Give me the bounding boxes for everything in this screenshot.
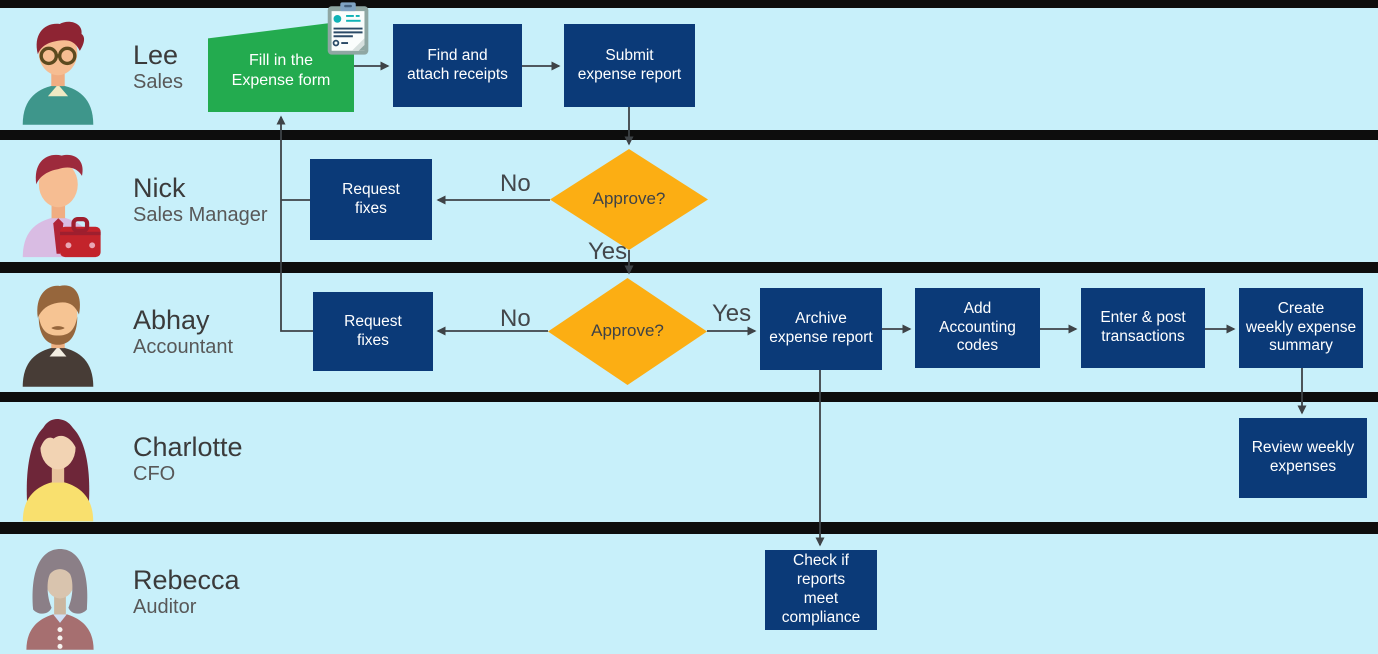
lane-label-rebecca: Rebecca Auditor (133, 565, 240, 619)
node-label: Add Accounting codes (939, 299, 1016, 355)
lane-divider (0, 392, 1378, 402)
decision-approve-abhay[interactable]: Approve? (548, 278, 707, 385)
node-archive-expense-report[interactable]: Archive expense report (760, 288, 882, 370)
avatar-nick (16, 146, 104, 260)
node-request-fixes-abhay[interactable]: Request fixes (313, 292, 433, 371)
clipboard-document-icon (320, 1, 378, 58)
node-label: Check if reports meet compliance (781, 552, 861, 626)
node-enter-post-transactions[interactable]: Enter & post transactions (1081, 288, 1205, 368)
node-label: Archive expense report (769, 310, 873, 346)
lane-label-lee: Lee Sales (133, 40, 183, 94)
node-label: Request fixes (344, 312, 402, 349)
node-check-reports-compliance[interactable]: Check if reports meet compliance (765, 550, 877, 630)
avatar-rebecca (18, 540, 102, 652)
actor-role: Sales (133, 71, 184, 94)
lane-divider (0, 262, 1378, 273)
edge-label-no: No (500, 305, 531, 332)
edge-label-no: No (500, 170, 531, 197)
edge-label-yes: Yes (588, 238, 628, 265)
avatar-charlotte (14, 408, 102, 522)
actor-name: Abhay (133, 305, 210, 335)
actor-name: Nick (133, 173, 186, 203)
actor-name: Rebecca (133, 565, 240, 595)
decision-approve-nick[interactable]: Approve? (550, 149, 708, 250)
lane-label-charlotte: Charlotte CFO (133, 432, 243, 486)
lane-label-abhay: Abhay Accountant (133, 305, 233, 359)
node-label: Approve? (592, 189, 666, 209)
node-review-weekly-expenses[interactable]: Review weekly expenses (1239, 418, 1367, 498)
node-create-weekly-expense-summary[interactable]: Create weekly expense summary (1239, 288, 1363, 368)
actor-name: Charlotte (133, 432, 243, 462)
actor-role: Auditor (133, 596, 197, 619)
node-request-fixes-nick[interactable]: Request fixes (310, 159, 432, 240)
node-label: Submit expense report (577, 46, 682, 83)
node-label: Enter & post transactions (1100, 309, 1186, 345)
lane-divider (0, 130, 1378, 140)
lane-label-nick: Nick Sales Manager (133, 173, 268, 227)
node-submit-expense-report[interactable]: Submit expense report (564, 24, 695, 107)
node-find-attach-receipts[interactable]: Find and attach receipts (393, 24, 522, 107)
edge-label-yes: Yes (712, 300, 752, 327)
node-label: Fill in the Expense form (231, 52, 331, 89)
node-label: Request fixes (342, 180, 400, 217)
actor-role: Accountant (133, 336, 234, 359)
node-label: Find and attach receipts (407, 46, 508, 83)
actor-role: CFO (133, 463, 176, 486)
actor-name: Lee (133, 40, 179, 70)
avatar-lee (16, 14, 100, 128)
lane-divider (0, 0, 1378, 8)
edge-requestfixes-to-fillform (276, 115, 313, 332)
node-label: Create weekly expense summary (1245, 299, 1357, 355)
node-label: Approve? (591, 321, 664, 341)
avatar-abhay (16, 276, 100, 390)
node-label: Review weekly expenses (1251, 439, 1355, 475)
actor-role: Sales Manager (133, 204, 268, 227)
node-add-accounting-codes[interactable]: Add Accounting codes (915, 288, 1040, 368)
lane-divider (0, 522, 1378, 534)
